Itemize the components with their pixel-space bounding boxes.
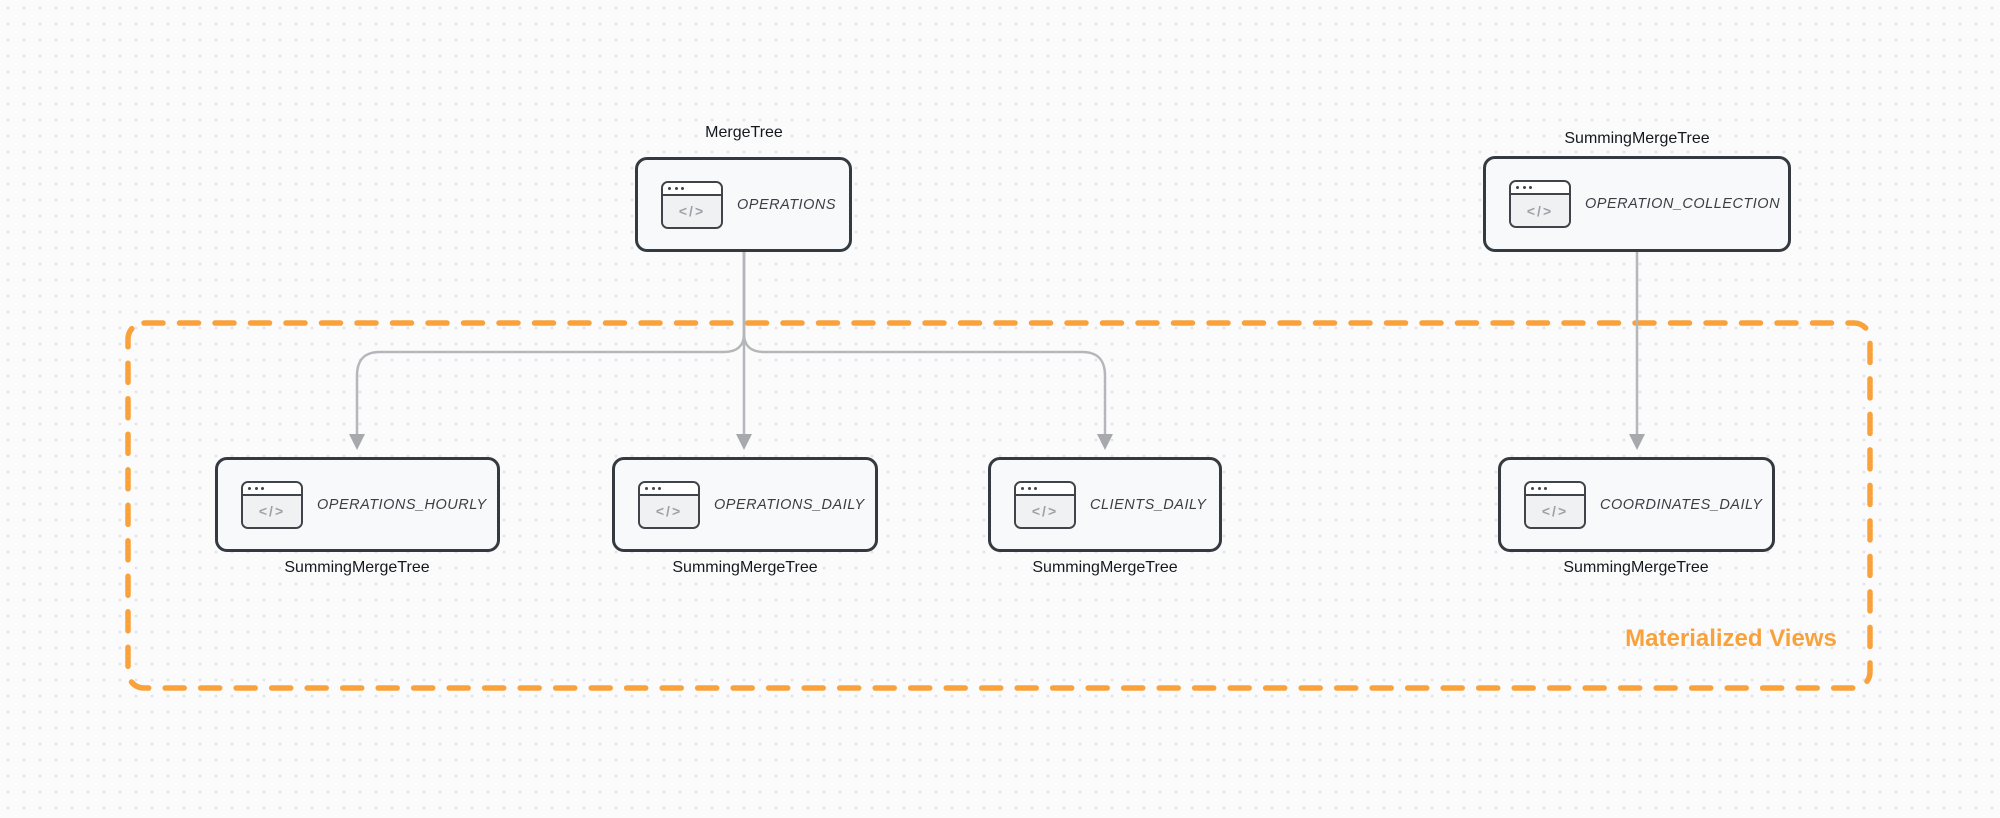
node-operations-hourly[interactable]: </> OPERATIONS_HOURLY xyxy=(215,457,500,552)
window-dot xyxy=(248,486,251,490)
window-dot xyxy=(1529,186,1532,189)
node-operations[interactable]: </> OPERATIONS xyxy=(635,157,852,252)
window-dot xyxy=(681,186,684,190)
window-dot xyxy=(1516,186,1519,189)
window-dot xyxy=(261,486,264,490)
code-glyph: </> xyxy=(243,495,301,527)
engine-label-operations-daily: SummingMergeTree xyxy=(672,559,818,576)
node-operation-collection[interactable]: </> OPERATION_COLLECTION xyxy=(1483,156,1791,252)
window-dot xyxy=(1522,186,1526,189)
window-titlebar xyxy=(1526,482,1584,496)
window-titlebar xyxy=(663,182,721,196)
node-title: OPERATIONS_HOURLY xyxy=(317,496,487,513)
window-titlebar xyxy=(243,482,301,496)
node-title: COORDINATES_DAILY xyxy=(1600,496,1763,513)
engine-label-operations: MergeTree xyxy=(705,124,783,141)
arrowhead-clients-daily xyxy=(1097,434,1113,450)
node-clients-daily[interactable]: </> CLIENTS_DAILY xyxy=(988,457,1222,552)
code-window-icon: </> xyxy=(1014,480,1076,529)
code-window-icon: </> xyxy=(638,480,700,529)
window-titlebar xyxy=(1511,182,1569,195)
materialized-views-group-border[interactable] xyxy=(125,320,1873,691)
code-window-icon: </> xyxy=(661,180,723,229)
window-dot xyxy=(254,486,258,490)
window-dot xyxy=(1021,486,1024,490)
node-operations-daily[interactable]: </> OPERATIONS_DAILY xyxy=(612,457,878,552)
code-glyph: </> xyxy=(663,195,721,227)
code-window-icon: </> xyxy=(241,480,303,529)
window-dot xyxy=(1544,486,1547,490)
code-glyph: </> xyxy=(1016,495,1074,527)
node-title: OPERATION_COLLECTION xyxy=(1585,196,1781,212)
window-dot xyxy=(674,186,678,190)
window-dot xyxy=(1537,486,1541,490)
code-window-icon: </> xyxy=(1509,180,1571,228)
arrowhead-operations-daily xyxy=(736,434,752,450)
node-title: OPERATIONS xyxy=(737,196,836,213)
engine-label-operation-collection: SummingMergeTree xyxy=(1564,130,1710,147)
edge-operations-to-operations-hourly xyxy=(355,252,746,435)
window-dot xyxy=(651,486,655,490)
arrowhead-coordinates-daily xyxy=(1629,434,1645,450)
code-window-icon: </> xyxy=(1524,480,1586,529)
code-glyph: </> xyxy=(640,495,698,527)
arrowhead-operations-hourly xyxy=(349,434,365,450)
window-titlebar xyxy=(640,482,698,496)
window-dot xyxy=(658,486,661,490)
window-dot xyxy=(1034,486,1037,490)
node-title: OPERATIONS_DAILY xyxy=(714,496,865,513)
window-dot xyxy=(1027,486,1031,490)
engine-label-operations-hourly: SummingMergeTree xyxy=(284,559,430,576)
window-dot xyxy=(668,186,671,190)
node-title: CLIENTS_DAILY xyxy=(1090,496,1207,513)
window-dot xyxy=(1531,486,1534,490)
code-glyph: </> xyxy=(1511,195,1569,226)
node-coordinates-daily[interactable]: </> COORDINATES_DAILY xyxy=(1498,457,1775,552)
window-titlebar xyxy=(1016,482,1074,496)
materialized-views-label: Materialized Views xyxy=(1625,625,1837,652)
edge-operations-to-clients-daily xyxy=(742,252,1107,435)
code-glyph: </> xyxy=(1526,495,1584,527)
engine-label-coordinates-daily: SummingMergeTree xyxy=(1563,559,1709,576)
window-dot xyxy=(645,486,648,490)
engine-label-clients-daily: SummingMergeTree xyxy=(1032,559,1178,576)
